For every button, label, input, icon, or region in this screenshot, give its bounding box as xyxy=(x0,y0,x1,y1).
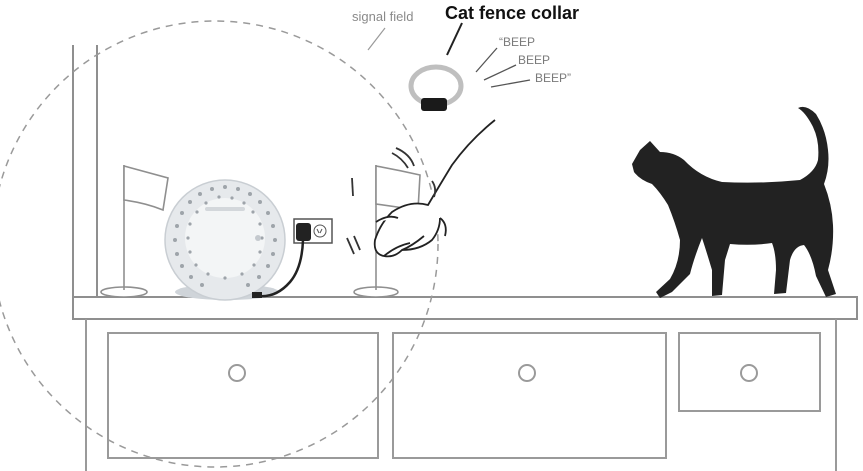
counter-top xyxy=(72,296,858,320)
beep-label-2: BEEP xyxy=(518,53,551,67)
signal-field-circle xyxy=(0,20,439,468)
drawer-knob-middle xyxy=(518,364,536,382)
sound-lines xyxy=(475,47,531,88)
flag-icon xyxy=(100,164,169,298)
title-leader xyxy=(446,22,463,56)
collar-icon xyxy=(408,64,464,111)
diagram-title: Cat fence collar xyxy=(445,3,580,23)
drawer-knob-left xyxy=(228,364,246,382)
cabinet xyxy=(85,319,837,471)
signal-field-leader xyxy=(367,27,386,51)
base-station-icon xyxy=(164,179,286,301)
drawer-middle xyxy=(392,332,667,459)
power-outlet-icon xyxy=(252,218,333,298)
cat-icon xyxy=(632,106,836,298)
hand-icon xyxy=(373,119,496,258)
beep-label-3: BEEP” xyxy=(535,71,572,85)
motion-marks xyxy=(346,147,437,255)
signal-field-label: signal field xyxy=(352,9,414,24)
drawer-left xyxy=(107,332,379,459)
flag-icon xyxy=(353,165,421,298)
drawer-knob-right xyxy=(740,364,758,382)
beep-label-1: “BEEP xyxy=(499,35,536,49)
